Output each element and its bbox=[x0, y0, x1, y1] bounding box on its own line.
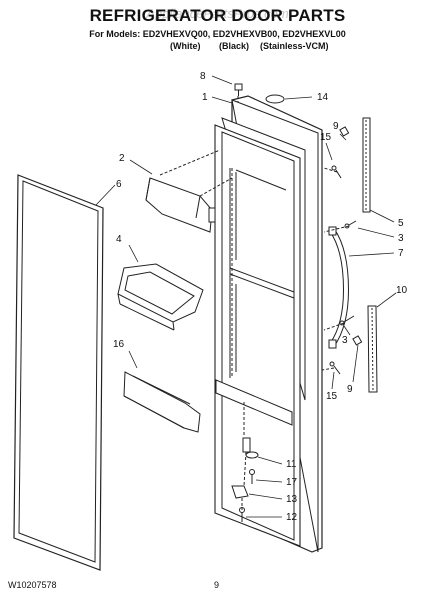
callout-9-top: 9 bbox=[333, 121, 339, 132]
screws-and-clips bbox=[329, 126, 363, 375]
models-line: For Models: ED2VHEXVQ00, ED2VHEXVB00, ED… bbox=[89, 29, 346, 39]
page-title: REFRIGERATOR DOOR PARTS bbox=[89, 6, 346, 25]
door-assembly bbox=[214, 95, 323, 553]
callout-9-bottom: 9 bbox=[347, 384, 353, 395]
callout-labels: 8 1 14 2 6 4 16 9 15 5 3 7 10 3 9 15 11 … bbox=[113, 71, 408, 523]
door-bin bbox=[117, 263, 204, 331]
door-handle bbox=[328, 226, 350, 349]
callout-12: 12 bbox=[286, 512, 298, 523]
hinge-parts bbox=[231, 437, 259, 522]
assembly-lines bbox=[159, 96, 350, 510]
callout-15-top: 15 bbox=[320, 132, 332, 143]
callout-7: 7 bbox=[398, 248, 404, 259]
page-number: 9 bbox=[214, 580, 220, 590]
callout-6: 6 bbox=[116, 179, 122, 190]
callout-4: 4 bbox=[116, 234, 122, 245]
callout-3-top: 3 bbox=[398, 233, 404, 244]
callout-2: 2 bbox=[119, 153, 125, 164]
callout-14: 14 bbox=[317, 92, 329, 103]
callout-15-bottom: 15 bbox=[326, 391, 338, 402]
leader-lines bbox=[95, 75, 397, 518]
callout-17: 17 bbox=[286, 477, 298, 488]
callout-11: 11 bbox=[286, 459, 297, 470]
callout-5: 5 bbox=[398, 218, 404, 229]
callout-8: 8 bbox=[200, 71, 206, 82]
document-number: W10207578 bbox=[8, 580, 57, 590]
callout-16: 16 bbox=[113, 339, 125, 350]
trim-strips bbox=[362, 117, 378, 393]
callout-10: 10 bbox=[396, 285, 408, 296]
color-stainless-label: (Stainless-VCM) bbox=[260, 41, 329, 51]
watermark: AppliancePartsPros.com bbox=[146, 6, 289, 21]
callout-13: 13 bbox=[286, 494, 298, 505]
callout-1: 1 bbox=[202, 92, 208, 103]
upper-door-bin bbox=[145, 177, 216, 233]
lower-door-bin bbox=[123, 371, 201, 433]
color-black-label: (Black) bbox=[219, 41, 250, 51]
top-fasteners bbox=[234, 83, 285, 104]
door-gasket bbox=[13, 174, 104, 571]
color-white-label: (White) bbox=[170, 41, 201, 51]
callout-3-bottom: 3 bbox=[342, 335, 348, 346]
